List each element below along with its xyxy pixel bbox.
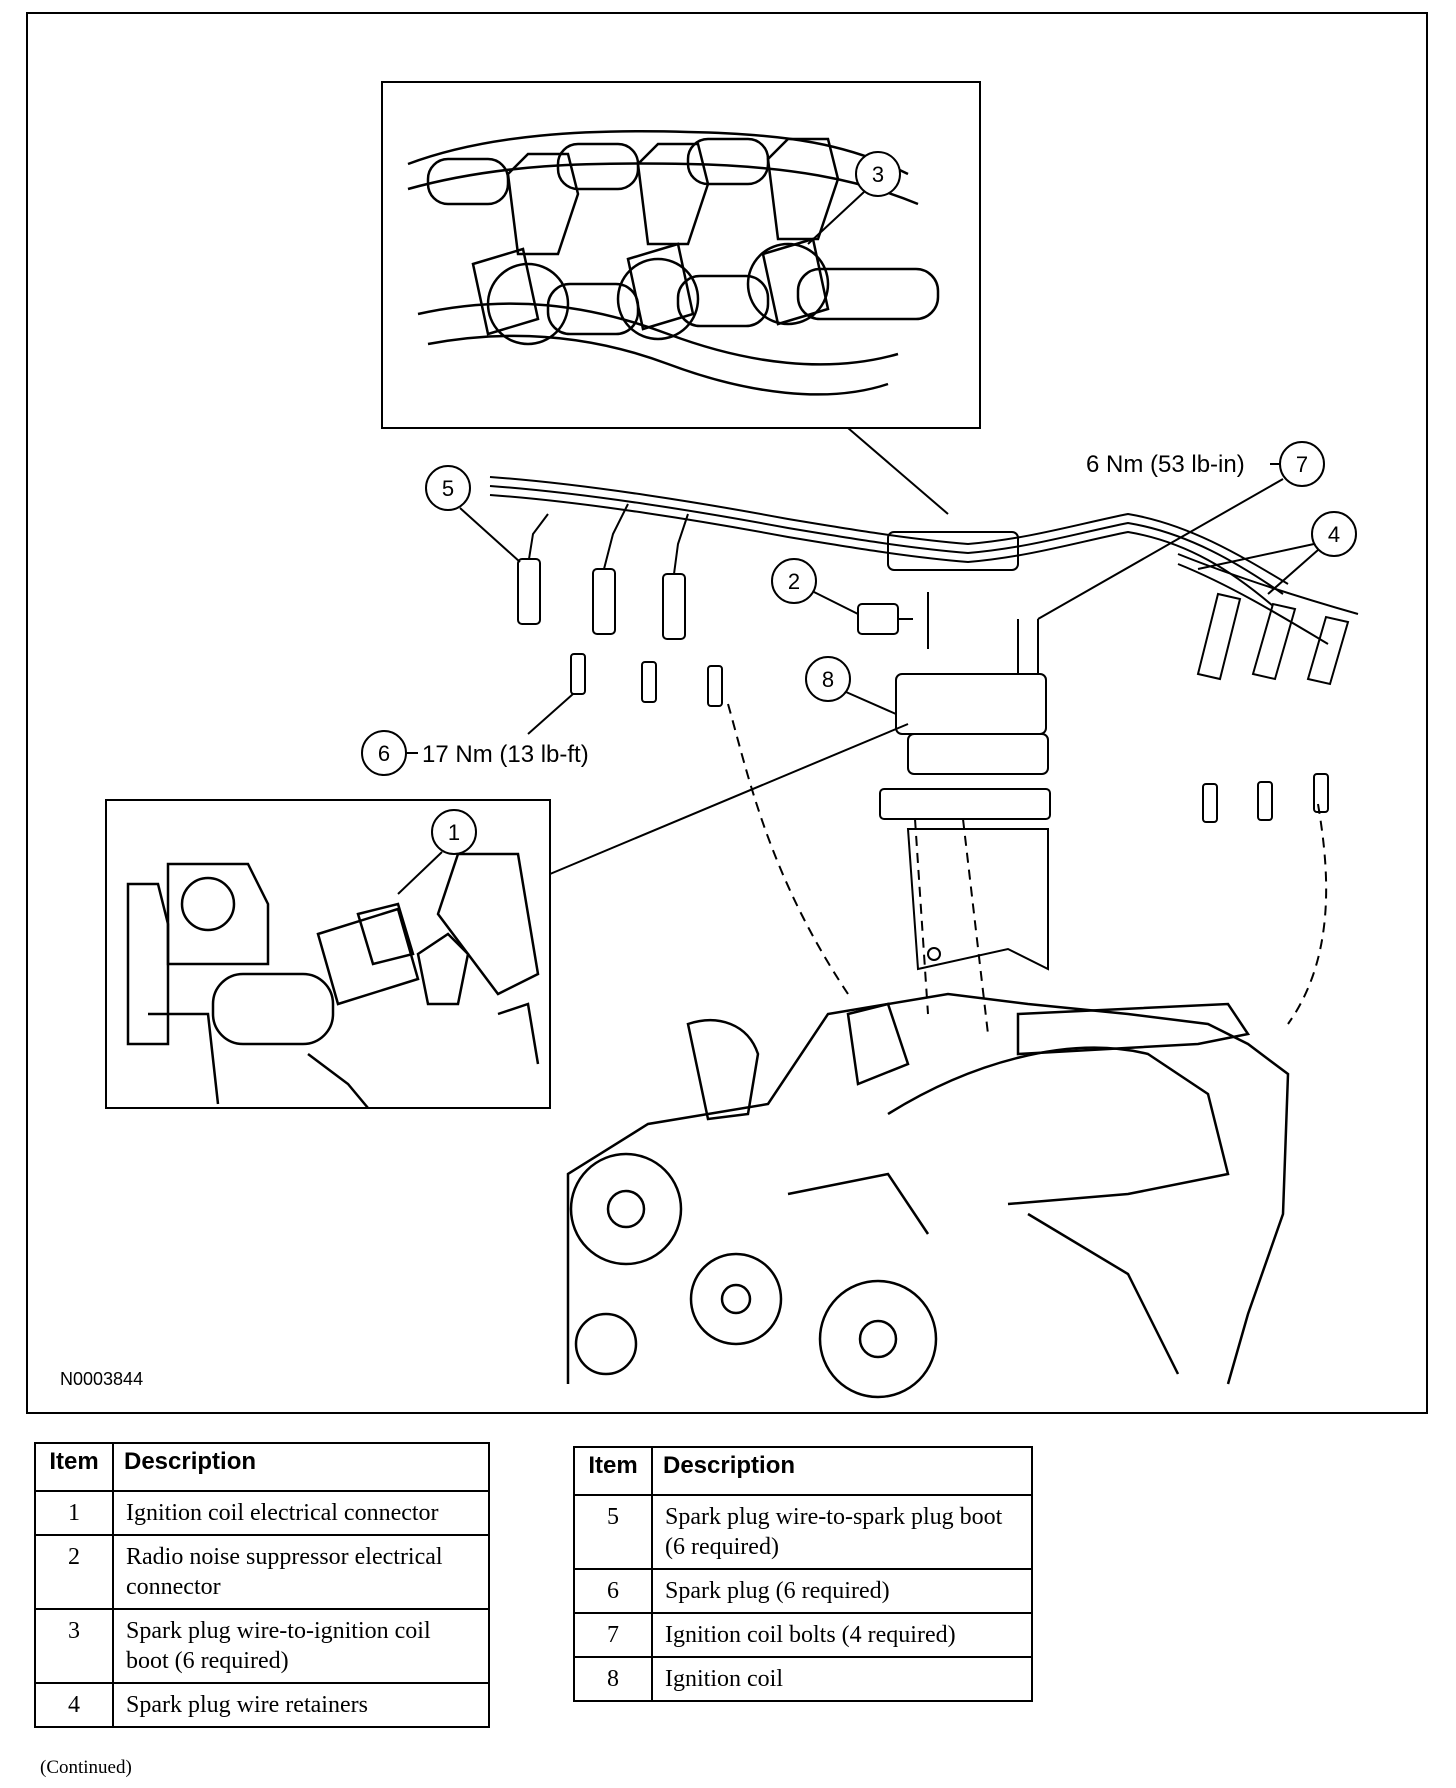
radio-noise-suppressor-connector: [857, 603, 913, 635]
callout-8-number: 8: [822, 667, 834, 692]
callout-2: 2: [771, 558, 859, 615]
spark-plugs-right: [1202, 773, 1329, 823]
callout-4-number: 4: [1328, 522, 1340, 547]
table-row: 5 Spark plug wire-to-spark plug boot (6 …: [573, 1494, 1033, 1570]
spark-plug-boots-right: [1196, 592, 1350, 686]
table-row: 8 Ignition coil: [573, 1656, 1033, 1702]
inset-coil-boots: [381, 81, 981, 429]
inset-coil-connector: [105, 799, 551, 1109]
legend-header-row: Item Description: [34, 1442, 490, 1492]
inset-coil-connector-artwork: [126, 852, 540, 1109]
item-description: Spark plug (6 required): [651, 1568, 1033, 1614]
ignition-coil-pack: [879, 592, 1051, 971]
legend-table-left: Item Description 1 Ignition coil electri…: [34, 1442, 490, 1728]
item-number: 7: [573, 1612, 653, 1658]
callout-7: 6 Nm (53 lb-in) 7: [1037, 441, 1325, 620]
table-row: 6 Spark plug (6 required): [573, 1568, 1033, 1614]
figure-id: N0003844: [60, 1369, 144, 1389]
table-row: 2 Radio noise suppressor electrical conn…: [34, 1534, 490, 1610]
inset-coil-boots-artwork: [407, 130, 940, 396]
table-row: 1 Ignition coil electrical connector: [34, 1490, 490, 1536]
callout-8: 8: [805, 656, 897, 715]
table-row: 4 Spark plug wire retainers: [34, 1682, 490, 1728]
callout-3-number: 3: [872, 162, 884, 187]
item-number: 2: [34, 1534, 114, 1610]
description-column-header: Description: [651, 1446, 1033, 1496]
item-description: Radio noise suppressor electrical connec…: [112, 1534, 490, 1610]
item-number: 3: [34, 1608, 114, 1684]
callout-5: 5: [425, 465, 521, 563]
callout-7-torque-spec: 6 Nm (53 lb-in): [1086, 451, 1245, 478]
item-description: Ignition coil: [651, 1656, 1033, 1702]
item-description: Spark plug wire-to-spark plug boot (6 re…: [651, 1494, 1033, 1570]
table-row: 3 Spark plug wire-to-ignition coil boot …: [34, 1608, 490, 1684]
callout-4: 4: [1197, 511, 1357, 595]
exploded-view-illustration: 1 2 3 4 5 6 17 Nm (13 lb-ft): [105, 81, 1359, 1399]
callout-1-number: 1: [448, 820, 460, 845]
item-description: Spark plug wire-to-ignition coil boot (6…: [112, 1608, 490, 1684]
item-description: Spark plug wire retainers: [112, 1682, 490, 1728]
spark-plug-wire-harness: [489, 476, 1359, 645]
item-column-header: Item: [573, 1446, 653, 1496]
spark-plugs-left: [570, 653, 723, 707]
legend-header-row: Item Description: [573, 1446, 1033, 1496]
callout-2-number: 2: [788, 569, 800, 594]
item-number: 5: [573, 1494, 653, 1570]
continued-note: (Continued): [40, 1757, 132, 1778]
legend-table-right: Item Description 5 Spark plug wire-to-sp…: [573, 1446, 1033, 1702]
callout-1: 1: [397, 809, 477, 895]
item-column-header: Item: [34, 1442, 114, 1492]
item-number: 6: [573, 1568, 653, 1614]
spark-plug-boots-left: [517, 503, 689, 640]
description-column-header: Description: [112, 1442, 490, 1492]
table-row: 7 Ignition coil bolts (4 required): [573, 1612, 1033, 1658]
item-description: Ignition coil electrical connector: [112, 1490, 490, 1536]
callout-6-torque-spec: 17 Nm (13 lb-ft): [422, 741, 589, 768]
figure-frame: 1 2 3 4 5 6 17 Nm (13 lb-ft): [26, 12, 1428, 1414]
item-number: 4: [34, 1682, 114, 1728]
assembly-guide-lines: [727, 703, 1328, 1035]
engine-assembly: [566, 992, 1290, 1399]
callout-6-number: 6: [378, 741, 390, 766]
callout-6: 6 17 Nm (13 lb-ft): [361, 693, 589, 776]
callout-3: 3: [807, 151, 901, 245]
item-description: Ignition coil bolts (4 required): [651, 1612, 1033, 1658]
callout-7-number: 7: [1296, 452, 1308, 477]
callout-5-number: 5: [442, 476, 454, 501]
item-number: 8: [573, 1656, 653, 1702]
item-number: 1: [34, 1490, 114, 1536]
